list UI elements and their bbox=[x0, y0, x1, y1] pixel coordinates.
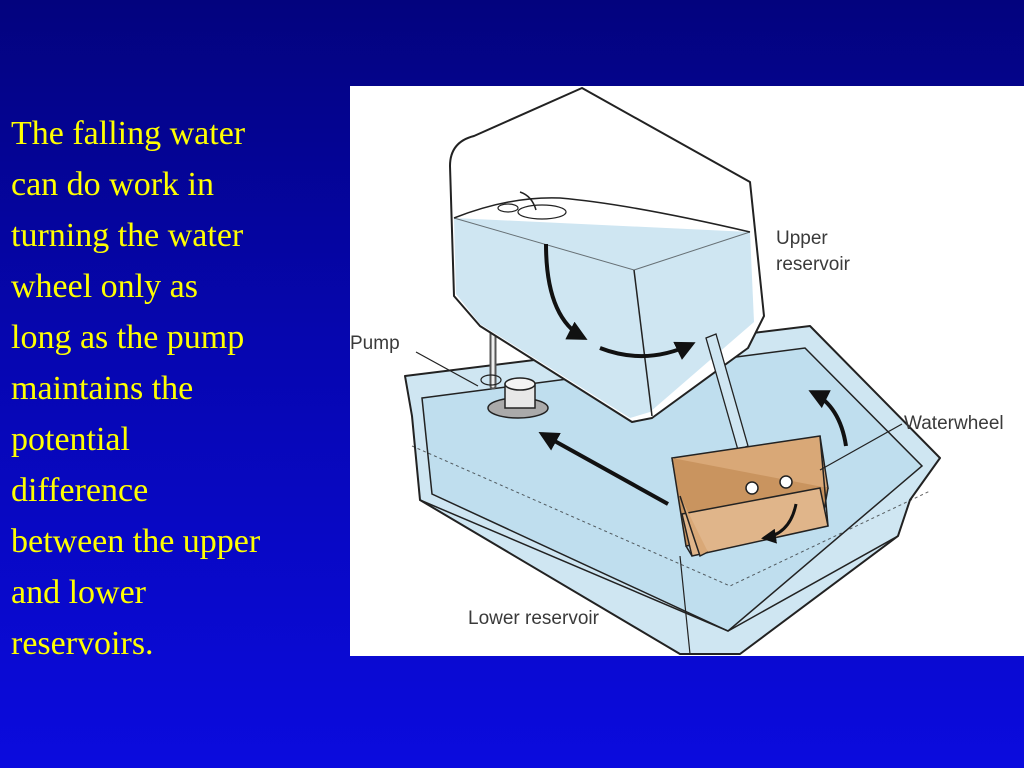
pump bbox=[480, 374, 549, 419]
leader-lines bbox=[415, 351, 903, 471]
caption-line: between the upper bbox=[11, 523, 261, 560]
flow-arrows bbox=[538, 243, 848, 544]
caption-line: The falling water bbox=[11, 115, 246, 152]
caption-text: The falling water can do work in turning… bbox=[11, 108, 341, 669]
label-waterwheel: Waterwheel bbox=[904, 413, 1004, 434]
caption-line: reservoirs. bbox=[11, 625, 154, 662]
label-upper-reservoir-2: reservoir bbox=[776, 254, 851, 275]
caption-line: potential bbox=[11, 421, 130, 458]
label-upper-reservoir-1: Upper bbox=[776, 228, 828, 249]
diagram-svg: Upper reservoir Pump Waterwheel Lower re… bbox=[350, 87, 1004, 655]
reservoir-diagram: Upper reservoir Pump Waterwheel Lower re… bbox=[350, 86, 1024, 656]
caption-line: and lower bbox=[11, 574, 147, 611]
upper-reservoir bbox=[449, 87, 765, 423]
caption-line: turning the water bbox=[11, 217, 244, 254]
label-lower-reservoir: Lower reservoir bbox=[468, 608, 600, 629]
caption-line: can do work in bbox=[11, 166, 215, 203]
caption-line: maintains the bbox=[11, 370, 194, 407]
label-pump: Pump bbox=[350, 333, 400, 354]
caption-line: wheel only as bbox=[11, 268, 198, 305]
caption-line: difference bbox=[11, 472, 149, 509]
caption-line: long as the pump bbox=[11, 319, 245, 356]
